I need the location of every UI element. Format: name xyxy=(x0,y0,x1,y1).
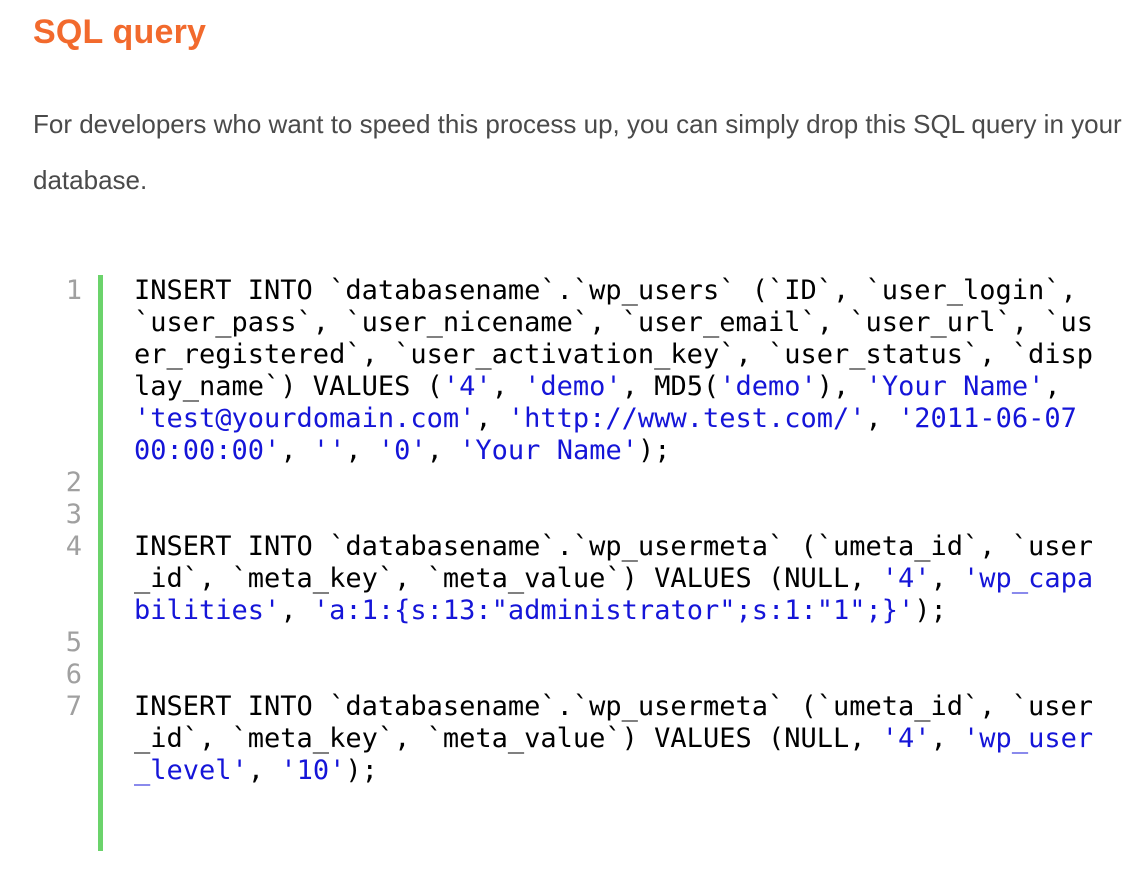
line-number: 6 xyxy=(65,659,82,690)
line-number: 7 xyxy=(65,691,82,722)
string-literal: '4' xyxy=(442,371,492,402)
code-token: , xyxy=(280,435,313,466)
string-literal: '2011-06-07 00:00:00' xyxy=(134,403,1094,466)
string-literal: 'Your Name' xyxy=(865,371,1045,402)
line-number: 2 xyxy=(65,467,82,498)
section-heading: SQL query xyxy=(33,13,207,51)
code-line: 4 INSERT INTO `databasename`.`wp_usermeta… xyxy=(0,531,1144,627)
line-number: 5 xyxy=(65,627,82,658)
code-token: , xyxy=(426,435,460,466)
code-line: 3 xyxy=(0,499,1144,531)
code-token: , xyxy=(475,403,508,434)
string-literal: 'demo' xyxy=(524,371,622,402)
string-literal: 'test@yourdomain.com' xyxy=(134,403,476,434)
code-token: INSERT INTO `databasename`.`wp_users` (`… xyxy=(134,275,1094,402)
code-token: , MD5( xyxy=(621,371,720,402)
code-token: ), xyxy=(816,371,866,402)
string-literal: 'a:1:{s:13:"administrator";s:1:"1";}' xyxy=(312,595,915,626)
code-line: 5 xyxy=(0,627,1144,659)
code-text xyxy=(134,659,1094,691)
code-token: ); xyxy=(345,755,378,786)
line-number: 3 xyxy=(65,499,82,530)
code-text xyxy=(134,627,1094,659)
code-text xyxy=(134,467,1094,499)
string-literal: 'wp_capabilities' xyxy=(134,563,1094,626)
code-token: ); xyxy=(637,435,671,466)
string-literal: '4' xyxy=(881,563,931,594)
code-line: 1 INSERT INTO `databasename`.`wp_users` (… xyxy=(0,275,1144,467)
code-text: INSERT INTO `databasename`.`wp_users` (`… xyxy=(134,275,1094,467)
string-literal: '0' xyxy=(377,435,427,466)
code-token: , xyxy=(280,595,313,626)
code-token: INSERT INTO `databasename`.`wp_usermeta`… xyxy=(134,531,1094,594)
string-literal: 'Your Name' xyxy=(459,435,638,466)
string-literal: 'wp_user_level' xyxy=(134,723,1094,786)
code-text xyxy=(134,499,1094,531)
code-token: , xyxy=(491,371,525,402)
string-literal: '' xyxy=(312,435,346,466)
code-text: INSERT INTO `databasename`.`wp_usermeta`… xyxy=(134,531,1094,627)
code-accent-bar xyxy=(98,275,103,851)
string-literal: '10' xyxy=(280,755,346,786)
code-token: , xyxy=(930,723,964,754)
code-line: 2 xyxy=(0,467,1144,499)
code-line: 6 xyxy=(0,659,1144,691)
code-text: INSERT INTO `databasename`.`wp_usermeta`… xyxy=(134,691,1094,787)
code-token: , xyxy=(247,755,281,786)
intro-paragraph: For developers who want to speed this pr… xyxy=(33,109,1122,195)
code-token: , xyxy=(865,403,899,434)
code-token: , xyxy=(1044,371,1077,402)
code-token: , xyxy=(930,563,964,594)
code-token: ); xyxy=(914,595,947,626)
code-token: INSERT INTO `databasename`.`wp_usermeta`… xyxy=(134,691,1094,754)
string-literal: '4' xyxy=(881,723,931,754)
code-block: 1 INSERT INTO `databasename`.`wp_users` (… xyxy=(0,275,1144,787)
string-literal: 'http://www.test.com/' xyxy=(507,403,866,434)
code-line: 7 INSERT INTO `databasename`.`wp_usermeta… xyxy=(0,691,1144,787)
line-number: 1 xyxy=(65,275,82,306)
line-number: 4 xyxy=(65,531,82,562)
string-literal: 'demo' xyxy=(719,371,817,402)
code-token: , xyxy=(345,435,378,466)
